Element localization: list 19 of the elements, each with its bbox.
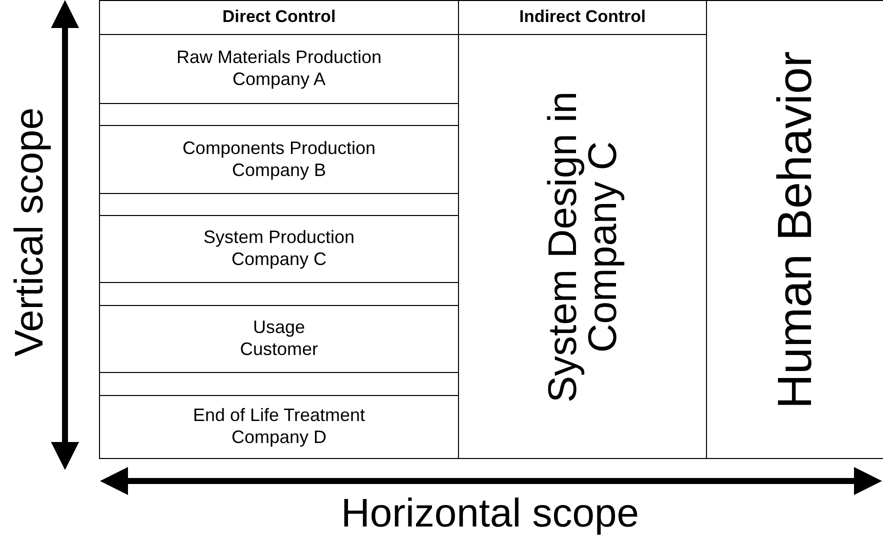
cell-text: Company C <box>231 249 327 271</box>
cell-text: Customer <box>240 339 318 361</box>
table-cell <box>99 395 459 459</box>
cell-text: System Production <box>203 227 355 249</box>
cell-text: Raw Materials Production <box>176 47 382 69</box>
cell-text: Components Production <box>182 138 376 160</box>
cell-text: System Design in Company C <box>542 90 622 404</box>
cell-text: Usage <box>252 317 306 339</box>
header-cell <box>99 0 459 35</box>
column-header: Indirect Control <box>519 7 646 28</box>
axis-label: Vertical scope <box>8 107 52 357</box>
cell-text: Company D <box>231 427 327 449</box>
column-header: Direct Control <box>222 7 336 28</box>
axis-label: Horizontal scope <box>341 492 639 536</box>
cell-text: End of Life Treatment <box>192 405 366 427</box>
cell-text: Human Behavior <box>772 50 820 410</box>
cell-text: Company B <box>232 160 326 182</box>
cell-text: Company A <box>232 69 326 91</box>
table-cell <box>706 0 883 459</box>
